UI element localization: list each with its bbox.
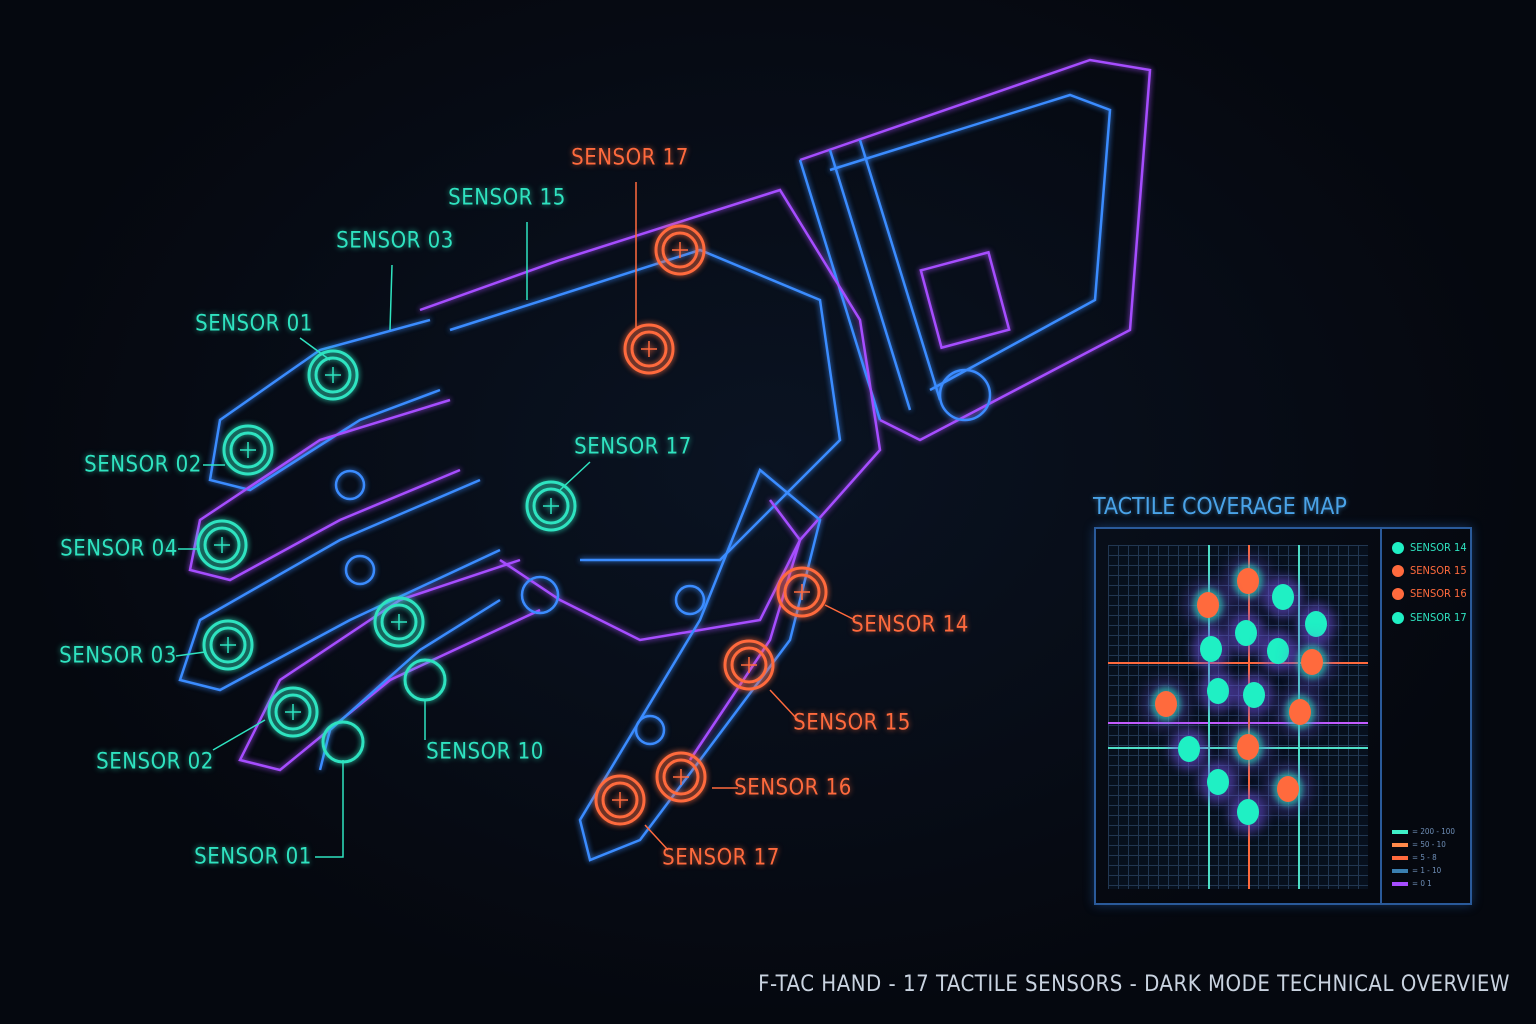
legend-item: SENSOR 14 [1392, 541, 1467, 554]
scale-label: = 200 - 100 [1412, 827, 1455, 836]
sensor-marker [202, 619, 254, 671]
crosshair-line [1108, 662, 1368, 664]
heat-spot [1301, 649, 1323, 675]
sensor-marker [655, 751, 707, 803]
scale-swatch [1392, 842, 1408, 847]
scale-item: = 200 - 100 [1392, 827, 1455, 836]
legend-item: SENSOR 17 [1392, 611, 1467, 624]
heat-spot [1178, 736, 1200, 762]
sensor-marker [654, 224, 706, 276]
thumb-outline [578, 467, 822, 862]
footer-title: F-TAC HAND - 17 TACTILE SENSORS - DARK M… [758, 972, 1510, 997]
heat-spot [1277, 776, 1299, 802]
sensor-label: SENSOR 17 [574, 434, 692, 460]
heat-spot [1272, 584, 1294, 610]
sensor-label: SENSOR 03 [336, 228, 454, 254]
sensor-label: SENSOR 16 [734, 775, 852, 801]
sensor-label: SENSOR 10 [426, 739, 544, 765]
legend-label: SENSOR 17 [1410, 611, 1467, 624]
heat-spot [1237, 734, 1259, 760]
legend-dot-icon [1392, 587, 1404, 600]
wrist-joint [938, 368, 992, 422]
heat-spot [1267, 638, 1289, 664]
panel-divider [1380, 529, 1382, 903]
sensor-marker [267, 686, 319, 738]
heat-spot [1243, 682, 1265, 708]
sensor-marker [594, 774, 646, 826]
forearm-outline [799, 58, 1152, 442]
legend-item: SENSOR 16 [1392, 587, 1467, 600]
coverage-map-panel: SENSOR 14 SENSOR 15 SENSOR 16 SENSOR 17 … [1094, 527, 1472, 905]
scale-label: = 0 1 [1412, 879, 1432, 888]
legend-dot-icon [1392, 611, 1404, 624]
sensor-marker [196, 519, 248, 571]
scale-label: = 5 - 8 [1412, 853, 1437, 862]
sensor-label: SENSOR 15 [793, 710, 911, 736]
finger-little [238, 558, 541, 772]
scale-item: = 1 - 10 [1392, 866, 1441, 875]
heat-spot [1305, 611, 1327, 637]
sensor-label: SENSOR 17 [571, 145, 689, 171]
scale-item: = 50 - 10 [1392, 840, 1446, 849]
sensor-label: SENSOR 01 [194, 844, 312, 870]
crosshair-line [1108, 722, 1368, 724]
sensor-label: SENSOR 02 [96, 749, 214, 775]
legend-item: SENSOR 15 [1392, 564, 1467, 577]
sensor-label: SENSOR 17 [662, 845, 780, 871]
scale-swatch [1392, 855, 1408, 860]
finger-ring [178, 478, 501, 692]
sensor-label: SENSOR 01 [195, 311, 313, 337]
scale-item: = 5 - 8 [1392, 853, 1437, 862]
sensor-label: SENSOR 15 [448, 185, 566, 211]
sensor-label: SENSOR 14 [851, 612, 969, 638]
sensor-marker [222, 424, 274, 476]
heat-spot [1200, 636, 1222, 662]
sensor-label: SENSOR 04 [60, 536, 178, 562]
coverage-map-title: TACTILE COVERAGE MAP [1093, 494, 1347, 520]
scale-label: = 1 - 10 [1412, 866, 1442, 875]
finger-index [208, 318, 441, 492]
sensor-marker [623, 323, 675, 375]
sensor-marker [723, 639, 775, 691]
sensor-marker [525, 480, 577, 532]
orange-sensor-markers [594, 224, 828, 826]
sensor-marker [776, 566, 828, 618]
sensor-marker [307, 349, 359, 401]
heat-spot [1235, 620, 1257, 646]
legend-label: SENSOR 14 [1410, 541, 1467, 554]
sensor-marker [403, 658, 447, 702]
legend-label: SENSOR 15 [1410, 564, 1467, 577]
heat-spot [1207, 678, 1229, 704]
finger-middle [188, 398, 461, 582]
sensor-marker [373, 596, 425, 648]
palm-outline [419, 188, 882, 642]
teal-sensor-markers [196, 349, 577, 764]
heat-spot [1237, 568, 1259, 594]
wrist-cuff [798, 139, 942, 421]
forearm-inner [829, 93, 1112, 392]
heat-spot [1207, 769, 1229, 795]
legend-label: SENSOR 16 [1410, 587, 1467, 600]
scale-swatch [1392, 868, 1408, 873]
sensor-label: SENSOR 03 [59, 643, 177, 669]
heat-spot [1289, 699, 1311, 725]
heat-spot [1155, 691, 1177, 717]
coverage-grid [1108, 545, 1368, 889]
legend-dot-icon [1392, 564, 1404, 577]
sensor-marker [321, 720, 365, 764]
crosshair-line [1248, 545, 1250, 889]
heat-spot [1197, 592, 1219, 618]
scale-swatch [1392, 829, 1408, 834]
wrist-panel [919, 250, 1011, 350]
crosshair-line [1208, 545, 1210, 889]
scale-label: = 50 - 10 [1412, 840, 1446, 849]
legend-dot-icon [1392, 541, 1404, 554]
scale-swatch [1392, 881, 1408, 886]
scale-item: = 0 1 [1392, 879, 1432, 888]
sensor-label: SENSOR 02 [84, 452, 202, 478]
heat-spot [1237, 799, 1259, 825]
